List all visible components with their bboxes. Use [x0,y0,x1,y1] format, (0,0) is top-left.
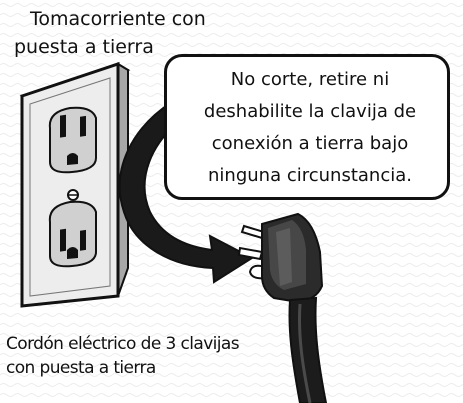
warning-line-2: deshabilite la clavija de [203,101,417,122]
outlet-label-line-1: Tomacorriente con [30,8,206,30]
cord-label-line-2: con puesta a tierra [6,358,156,378]
lower-receptacle [48,200,97,268]
three-prong-plug-icon [237,212,328,403]
upper-receptacle [48,106,97,174]
warning-line-4: ninguna circunstancia. [208,165,412,186]
cord-label-line-1: Cordón eléctrico de 3 clavijas [6,334,240,354]
warning-callout: No corte, retire ni deshabilite la clavi… [164,54,450,200]
outlet-label-line-2: puesta a tierra [14,36,154,58]
wall-outlet-icon [19,61,131,308]
curved-arrow-icon [118,100,255,284]
warning-line-1: No corte, retire ni [230,69,390,90]
warning-line-3: conexión a tierra bajo [211,133,409,154]
